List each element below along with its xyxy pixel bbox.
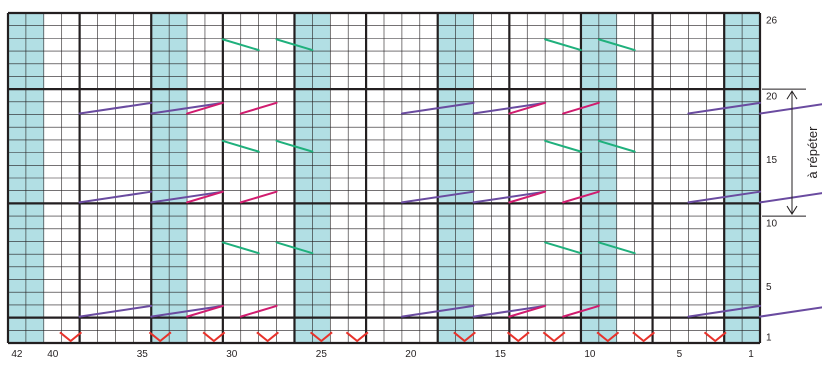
magenta-decrease-line — [239, 304, 278, 318]
row-label: 5 — [766, 282, 772, 293]
row-label: 20 — [766, 92, 778, 103]
green-decrease-line — [544, 241, 582, 255]
column-label: 25 — [316, 349, 328, 360]
green-decrease-line — [597, 241, 636, 255]
magenta-decrease-line — [508, 101, 547, 115]
magenta-decrease-line — [186, 101, 224, 115]
purple-decrease-line — [150, 190, 224, 204]
chart-symbols — [59, 38, 822, 342]
red-v-mark — [632, 331, 655, 342]
red-v-mark — [256, 331, 279, 342]
purple-decrease-line — [400, 190, 475, 204]
purple-decrease-line — [400, 101, 475, 115]
grid — [6, 11, 762, 345]
repeat-arrow-head-up — [786, 90, 798, 100]
purple-decrease-line — [78, 190, 153, 204]
purple-decrease-line — [150, 101, 224, 115]
row-label: 10 — [766, 218, 778, 229]
red-v-mark — [59, 331, 83, 342]
green-decrease-line — [221, 139, 260, 153]
purple-decrease-line — [687, 304, 761, 318]
purple-decrease-line — [78, 304, 153, 318]
green-decrease-line — [275, 139, 314, 153]
purple-decrease-line — [759, 306, 822, 318]
red-v-mark — [148, 331, 172, 342]
purple-decrease-line — [472, 190, 547, 204]
purple-decrease-line — [78, 101, 153, 115]
column-label: 10 — [584, 349, 596, 360]
column-label: 42 — [11, 349, 23, 360]
purple-decrease-line — [759, 103, 822, 115]
magenta-decrease-line — [186, 190, 224, 204]
magenta-decrease-line — [239, 101, 278, 115]
column-label: 30 — [226, 349, 238, 360]
purple-decrease-line — [472, 101, 547, 115]
column-label: 40 — [47, 349, 59, 360]
red-v-mark — [345, 331, 369, 342]
magenta-decrease-line — [508, 190, 547, 204]
magenta-decrease-line — [562, 304, 600, 318]
green-decrease-line — [275, 38, 314, 52]
purple-decrease-line — [687, 101, 761, 115]
green-decrease-line — [221, 38, 260, 52]
red-v-mark — [202, 331, 226, 342]
column-label: 20 — [405, 349, 417, 360]
green-decrease-line — [597, 38, 636, 52]
purple-decrease-line — [472, 304, 547, 318]
repeat-indicator: à répéter — [762, 88, 820, 217]
magenta-decrease-line — [562, 101, 600, 115]
row-label: 26 — [766, 15, 778, 26]
purple-decrease-line — [687, 190, 761, 204]
magenta-decrease-line — [239, 190, 278, 204]
magenta-decrease-line — [562, 190, 600, 204]
green-decrease-line — [275, 241, 314, 255]
green-decrease-line — [597, 139, 636, 153]
column-label: 5 — [677, 349, 683, 360]
purple-decrease-line — [150, 304, 224, 318]
red-v-mark — [453, 331, 476, 342]
purple-decrease-line — [759, 192, 822, 204]
magenta-decrease-line — [508, 304, 547, 318]
green-decrease-line — [544, 38, 582, 52]
repeat-arrow-head-down — [786, 205, 798, 216]
column-label: 35 — [137, 349, 149, 360]
red-v-mark — [596, 331, 620, 342]
row-label: 15 — [766, 155, 778, 166]
magenta-decrease-line — [186, 304, 224, 318]
repeat-label: à répéter — [805, 126, 820, 179]
red-v-mark — [703, 331, 727, 342]
red-v-mark — [309, 331, 333, 342]
column-label: 1 — [748, 349, 754, 360]
red-v-mark — [542, 331, 566, 342]
row-label: 1 — [766, 333, 772, 344]
column-label: 15 — [495, 349, 507, 360]
red-v-mark — [506, 331, 530, 342]
green-decrease-line — [544, 139, 582, 153]
green-decrease-line — [221, 241, 260, 255]
purple-decrease-line — [400, 304, 475, 318]
